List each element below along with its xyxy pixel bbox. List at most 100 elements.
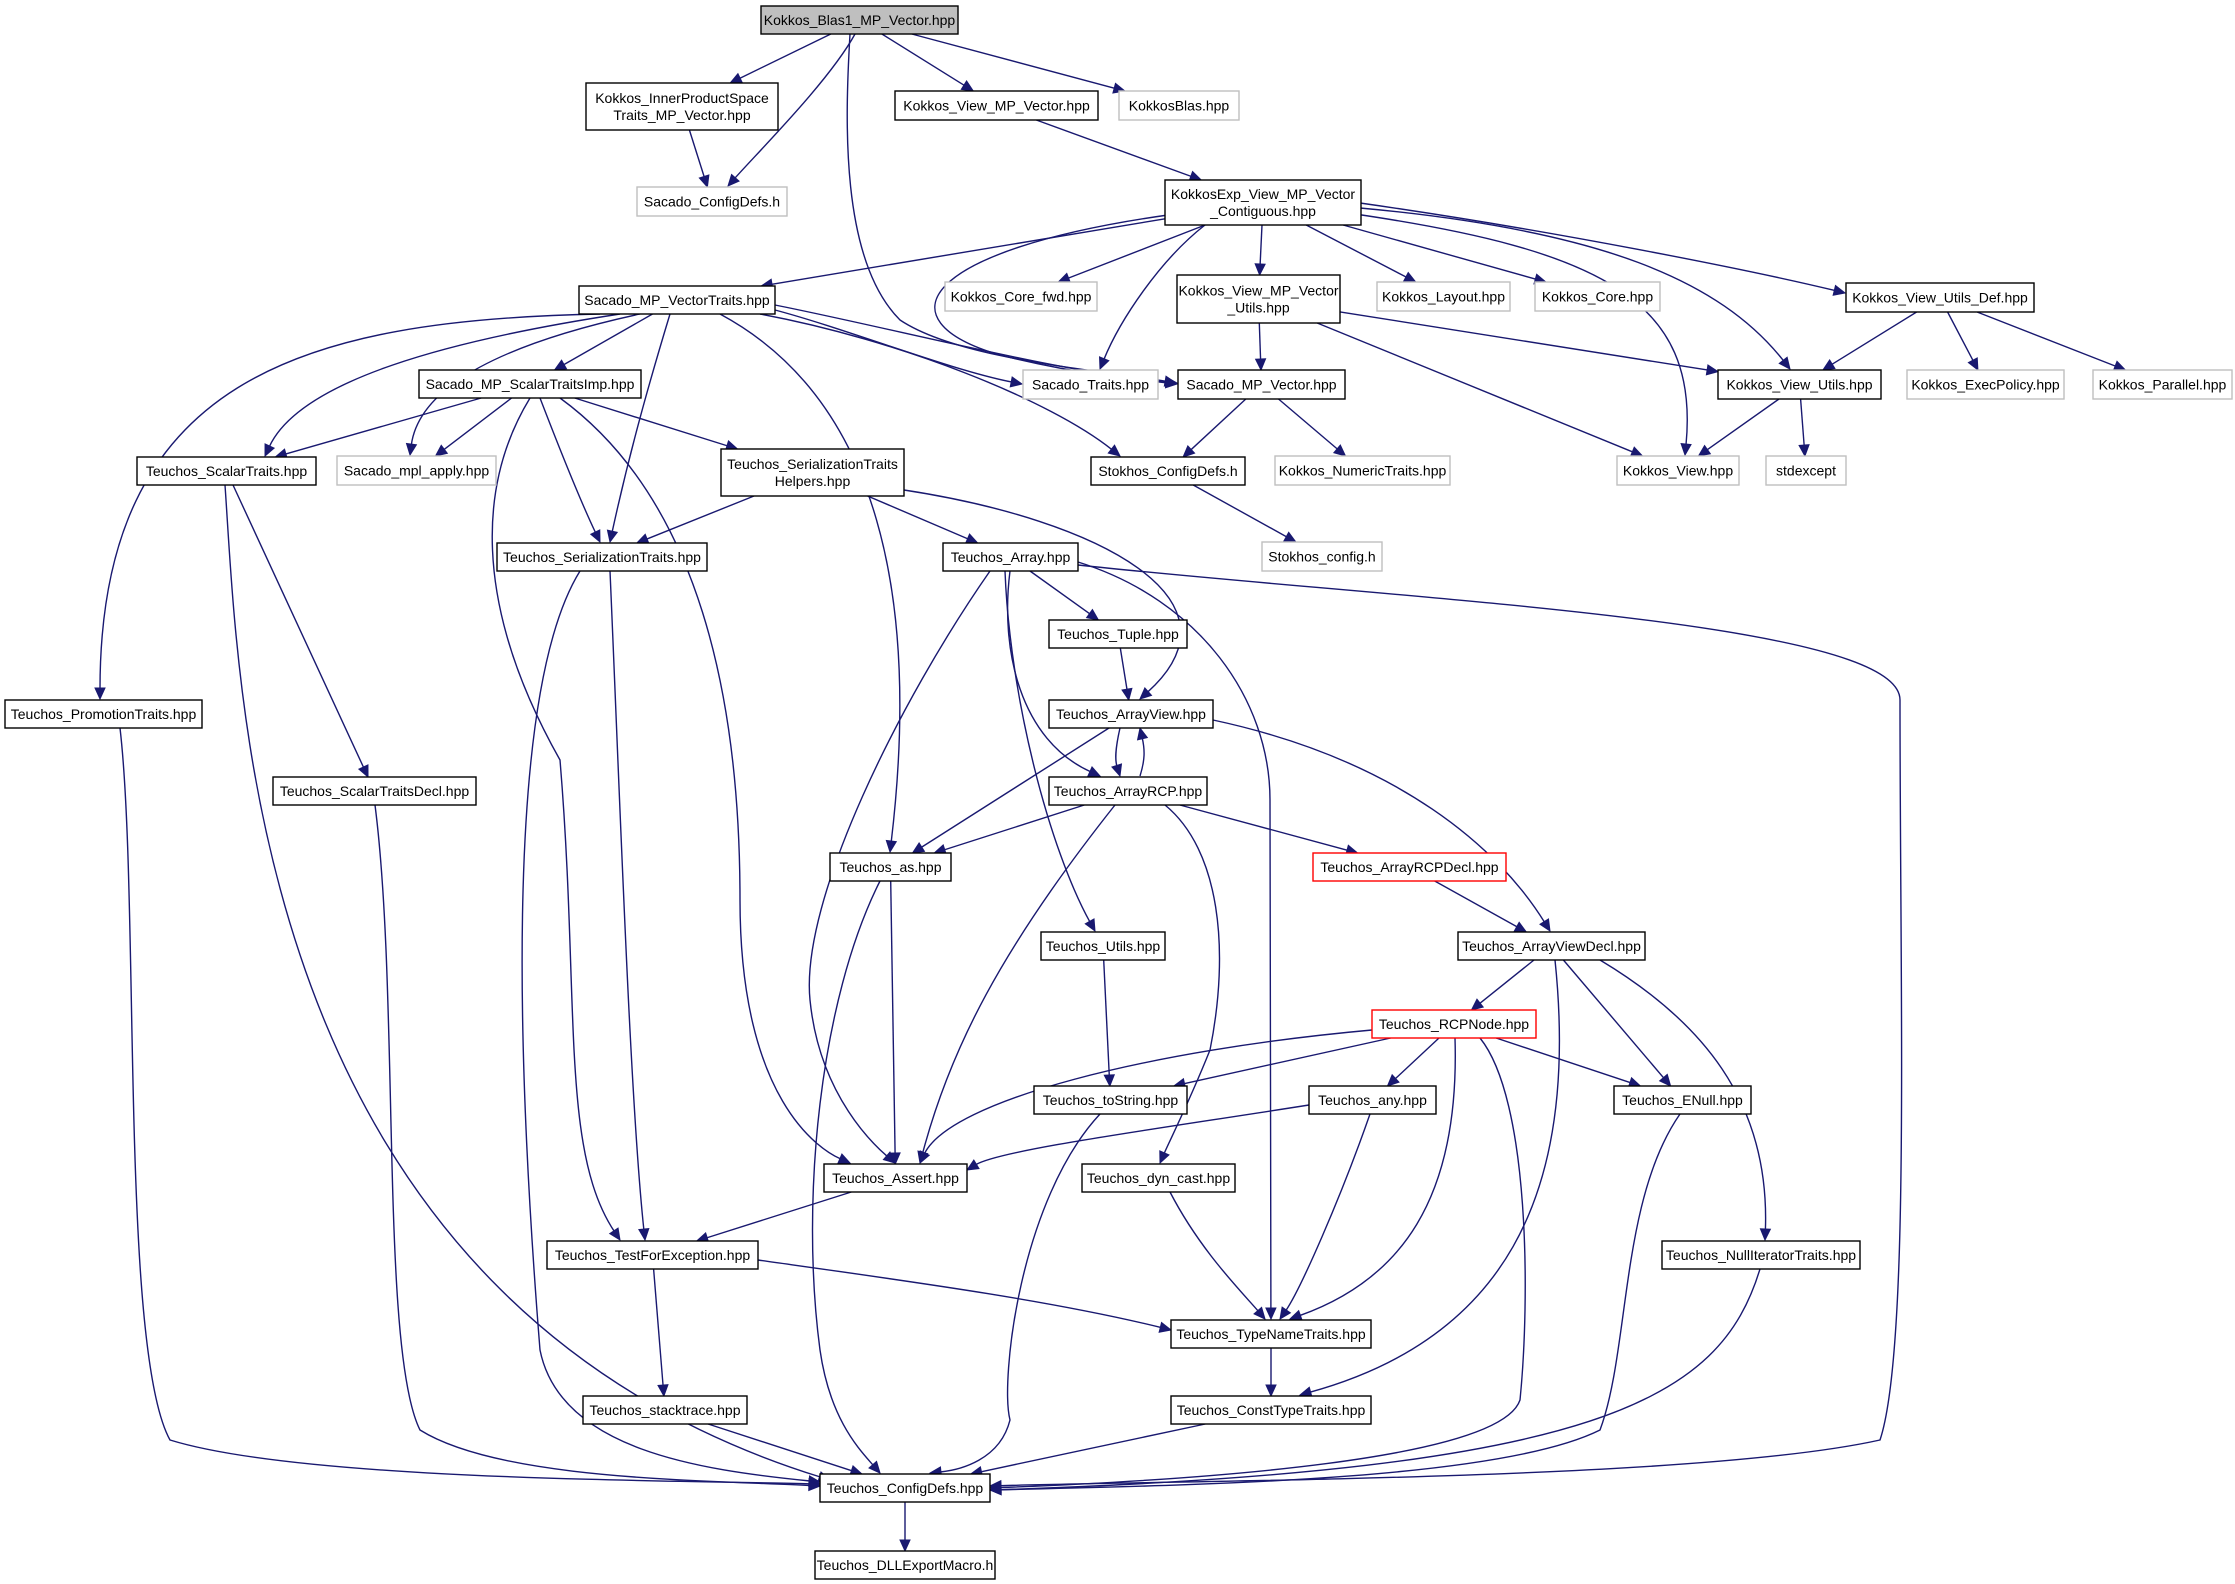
node-teuchos_configdefs[interactable]: Teuchos_ConfigDefs.hpp (819, 1473, 991, 1503)
node-box-teuchos_assert (823, 1163, 968, 1193)
edge-sacado_mp_vector-to-kokkos_numerictraits (1278, 398, 1339, 451)
node-teuchos_scalartraits[interactable]: Teuchos_ScalarTraits.hpp (136, 456, 317, 486)
node-kokkos_view_mp_vector_utils[interactable]: Kokkos_View_MP_Vector_Utils.hpp (1176, 274, 1341, 324)
arrowhead-kokkos_blas1_mp_vector-to-kokkos_view_mp_vector (960, 80, 975, 92)
node-kokkos_core[interactable]: Kokkos_Core.hpp (1534, 281, 1661, 312)
edge-kokkos_view_mp_vector-to-kokkosexp_view_mp_vector_contig (1036, 119, 1193, 178)
node-stdexcept[interactable]: stdexcept (1765, 455, 1847, 486)
node-kokkosexp_view_mp_vector_contig[interactable]: KokkosExp_View_MP_Vector_Contiguous.hpp (1164, 179, 1362, 226)
node-teuchos_stacktrace[interactable]: Teuchos_stacktrace.hpp (582, 1395, 748, 1425)
node-teuchos_serializationtraits[interactable]: Teuchos_SerializationTraits.hpp (496, 542, 708, 572)
edge-teuchos_enull-to-teuchos_configdefs (999, 1113, 1681, 1491)
node-stokhos_configdefs[interactable]: Stokhos_ConfigDefs.h (1090, 456, 1246, 486)
edge-teuchos_arrayrcp-to-teuchos_arrayview (1139, 737, 1145, 777)
edge-kokkos_view_utils_def-to-kokkos_execpolicy (1946, 311, 1974, 362)
arrowhead-kokkos_view_mp_vector_utils-to-kokkos_view_utils (1705, 364, 1720, 376)
node-teuchos_assert[interactable]: Teuchos_Assert.hpp (823, 1163, 968, 1193)
arrowhead-sacado_mp_vectortraits-to-sacado_mp_vector (1164, 376, 1179, 389)
arrowhead-teuchos_tuple-to-teuchos_arrayview (1121, 687, 1133, 702)
arrowhead-sacado_mp_scalartraitsimp-to-teuchos_serializationtraits (589, 529, 601, 544)
node-sacado_mp_vector[interactable]: Sacado_MP_Vector.hpp (1177, 369, 1346, 400)
arrowhead-kokkosexp_view_mp_vector_contig-to-kokkos_view_mp_vector_utils (1254, 263, 1266, 277)
node-sacado_configdefs[interactable]: Sacado_ConfigDefs.h (636, 186, 788, 217)
edge-teuchos_tuple-to-teuchos_arrayview (1119, 647, 1128, 691)
node-kokkos_parallel[interactable]: Kokkos_Parallel.hpp (2092, 369, 2233, 400)
node-teuchos_rcpnode[interactable]: Teuchos_RCPNode.hpp (1371, 1009, 1537, 1039)
node-box-teuchos_dyn_cast (1081, 1163, 1236, 1193)
node-teuchos_typenametraits[interactable]: Teuchos_TypeNameTraits.hpp (1170, 1319, 1372, 1349)
node-teuchos_arrayviewdecl[interactable]: Teuchos_ArrayViewDecl.hpp (1457, 931, 1646, 961)
node-teuchos_utils[interactable]: Teuchos_Utils.hpp (1040, 931, 1166, 961)
node-teuchos_arrayview[interactable]: Teuchos_ArrayView.hpp (1048, 699, 1214, 729)
node-teuchos_consttypetraits[interactable]: Teuchos_ConstTypeTraits.hpp (1170, 1395, 1372, 1425)
node-box-kokkos_numerictraits (1274, 455, 1451, 486)
node-box-teuchos_stacktrace (582, 1395, 748, 1425)
node-teuchos_nulliteratortraits[interactable]: Teuchos_NullIteratorTraits.hpp (1661, 1240, 1861, 1270)
node-label-teuchos_scalartraits: Teuchos_ScalarTraits.hpp (146, 463, 308, 479)
node-kokkos_view_utils_def[interactable]: Kokkos_View_Utils_Def.hpp (1845, 282, 2035, 313)
node-label-teuchos_arrayviewdecl: Teuchos_ArrayViewDecl.hpp (1462, 938, 1641, 954)
edge-teuchos_arrayviewdecl-to-teuchos_nulliteratortraits (1599, 959, 1767, 1231)
node-sacado_traits[interactable]: Sacado_Traits.hpp (1022, 369, 1159, 400)
edge-sacado_mp_vectortraits-to-teuchos_promotiontraits (99, 313, 601, 690)
node-kokkos_innerproduct[interactable]: Kokkos_InnerProductSpaceTraits_MP_Vector… (585, 82, 779, 131)
edge-kokkos_blas1_mp_vector-to-kokkos_view_mp_vector (881, 33, 966, 87)
arrowhead-teuchos_arrayview-to-teuchos_arrayviewdecl (1539, 918, 1551, 933)
edge-teuchos_nulliteratortraits-to-teuchos_configdefs (999, 1268, 1761, 1491)
node-kokkos_layout[interactable]: Kokkos_Layout.hpp (1376, 281, 1511, 312)
node-teuchos_enull[interactable]: Teuchos_ENull.hpp (1613, 1085, 1752, 1115)
node-teuchos_dllexportmacro[interactable]: Teuchos_DLLExportMacro.h (814, 1550, 996, 1580)
node-kokkos_view_utils[interactable]: Kokkos_View_Utils.hpp (1717, 369, 1882, 400)
node-teuchos_scalartraitsdecl[interactable]: Teuchos_ScalarTraitsDecl.hpp (272, 776, 477, 806)
node-label-stdexcept: stdexcept (1776, 463, 1836, 479)
node-label-kokkosexp_view_mp_vector_contig: KokkosExp_View_MP_Vector (1171, 186, 1356, 202)
edge-kokkosexp_view_mp_vector_contig-to-kokkos_view_utils (1359, 207, 1785, 362)
node-stokhos_config[interactable]: Stokhos_config.h (1261, 541, 1383, 572)
node-teuchos_promotiontraits[interactable]: Teuchos_PromotionTraits.hpp (4, 699, 203, 729)
arrowhead-teuchos_scalartraits-to-teuchos_scalartraitsdecl (357, 764, 369, 779)
edge-teuchos_arrayview-to-teuchos_arrayviewdecl (1212, 719, 1546, 923)
node-kokkosblas[interactable]: KokkosBlas.hpp (1118, 90, 1240, 121)
node-teuchos_array[interactable]: Teuchos_Array.hpp (942, 542, 1079, 572)
node-label-teuchos_typenametraits: Teuchos_TypeNameTraits.hpp (1176, 1326, 1366, 1342)
node-teuchos_arrayrcp[interactable]: Teuchos_ArrayRCP.hpp (1048, 776, 1208, 806)
node-kokkos_core_fwd[interactable]: Kokkos_Core_fwd.hpp (944, 281, 1098, 312)
edge-teuchos_scalartraitsdecl-to-teuchos_configdefs (374, 804, 811, 1487)
node-teuchos_arrayrcpdecl[interactable]: Teuchos_ArrayRCPDecl.hpp (1312, 852, 1507, 882)
node-teuchos_dyn_cast[interactable]: Teuchos_dyn_cast.hpp (1081, 1163, 1236, 1193)
node-teuchos_tostring[interactable]: Teuchos_toString.hpp (1033, 1085, 1188, 1115)
edge-teuchos_arrayviewdecl-to-teuchos_consttypetraits (1309, 959, 1561, 1393)
node-teuchos_testforexception[interactable]: Teuchos_TestForException.hpp (546, 1240, 759, 1270)
node-label-stokhos_configdefs: Stokhos_ConfigDefs.h (1098, 463, 1237, 479)
edge-sacado_mp_vectortraits-to-stokhos_configdefs (759, 313, 1113, 451)
edge-teuchos_serializationtraits-to-teuchos_configdefs (521, 570, 811, 1482)
node-teuchos_tuple[interactable]: Teuchos_Tuple.hpp (1048, 619, 1188, 649)
edges-layer (94, 33, 2127, 1553)
node-box-teuchos_arrayrcp (1048, 776, 1208, 806)
arrowhead-teuchos_arrayrcp-to-teuchos_dyn_cast (1159, 1150, 1170, 1165)
node-teuchos_any[interactable]: Teuchos_any.hpp (1308, 1085, 1437, 1115)
node-sacado_mp_scalartraitsimp[interactable]: Sacado_MP_ScalarTraitsImp.hpp (418, 369, 642, 399)
node-teuchos_as[interactable]: Teuchos_as.hpp (829, 852, 952, 882)
node-box-teuchos_enull (1613, 1085, 1752, 1115)
edge-teuchos_arrayview-to-teuchos_as (920, 727, 1110, 849)
arrowhead-kokkos_view_utils_def-to-kokkos_execpolicy (1967, 357, 1979, 372)
node-kokkos_blas1_mp_vector[interactable]: Kokkos_Blas1_MP_Vector.hpp (760, 5, 959, 35)
arrowhead-teuchos_serializationtraitshelpers-to-teuchos_arrayview (1139, 687, 1153, 700)
edge-teuchos_arrayrcpdecl-to-teuchos_arrayviewdecl (1434, 880, 1518, 928)
node-kokkos_view[interactable]: Kokkos_View.hpp (1616, 455, 1740, 486)
node-label-kokkos_innerproduct: Traits_MP_Vector.hpp (613, 107, 750, 123)
node-kokkos_execpolicy[interactable]: Kokkos_ExecPolicy.hpp (1906, 369, 2065, 400)
arrowhead-teuchos_arrayrcp-to-teuchos_arrayview (1136, 726, 1149, 741)
node-kokkos_view_mp_vector[interactable]: Kokkos_View_MP_Vector.hpp (894, 90, 1099, 121)
node-sacado_mpl_apply[interactable]: Sacado_mpl_apply.hpp (336, 455, 497, 486)
edge-teuchos_scalartraits-to-teuchos_configdefs (224, 484, 821, 1478)
edge-sacado_mp_scalartraitsimp-to-sacado_mpl_apply (443, 397, 513, 451)
edge-teuchos_rcpnode-to-teuchos_configdefs (999, 1037, 1526, 1489)
edge-teuchos_serializationtraitshelpers-to-teuchos_array (867, 495, 969, 540)
node-sacado_mp_vectortraits[interactable]: Sacado_MP_VectorTraits.hpp (578, 285, 776, 315)
arrowhead-sacado_mp_vectortraits-to-sacado_mp_scalartraitsimp (553, 359, 568, 371)
node-kokkos_numerictraits[interactable]: Kokkos_NumericTraits.hpp (1274, 455, 1451, 486)
node-label-teuchos_configdefs: Teuchos_ConfigDefs.hpp (827, 1480, 984, 1496)
